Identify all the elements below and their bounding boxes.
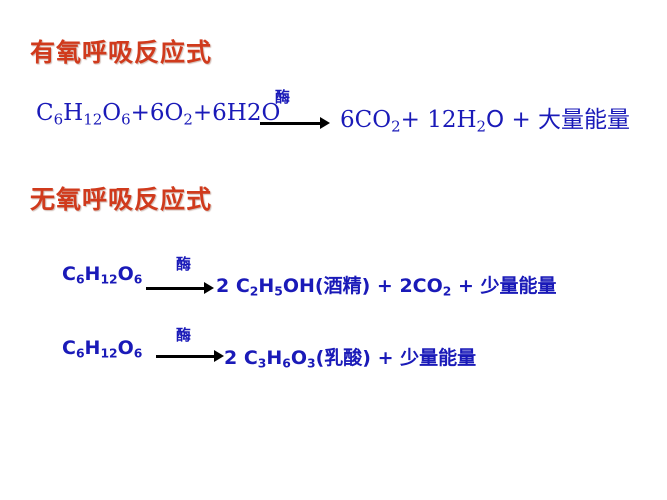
text: +6H2O: [192, 100, 281, 126]
text: O: [117, 337, 134, 359]
text: O: [290, 347, 308, 369]
sub: 2: [391, 117, 401, 136]
text: H: [84, 337, 101, 359]
text: H: [266, 347, 283, 369]
text: 2 C: [216, 275, 250, 297]
text: H: [63, 100, 84, 126]
text: C: [62, 337, 76, 359]
anaerobic-title: 无氧呼吸反应式: [30, 185, 213, 214]
alcohol-catalyst: 酶: [176, 255, 192, 273]
text: O + 大量能量: [486, 107, 631, 133]
text: + 12H: [400, 107, 477, 133]
sub: 12: [100, 346, 118, 361]
sub: 2: [183, 110, 193, 129]
sub: 6: [121, 110, 131, 129]
text: OH(酒精) + 2CO: [282, 275, 443, 297]
sub: 6: [75, 272, 85, 287]
text: + 少量能量: [451, 275, 557, 297]
aerobic-arrow-icon: [260, 117, 330, 129]
text: +6O: [130, 100, 184, 126]
text: H: [258, 275, 275, 297]
lactic-products: 2 C3H6O3(乳酸) + 少量能量: [224, 343, 476, 370]
sub: 6: [133, 272, 143, 287]
sub: 6: [133, 346, 143, 361]
sub: 5: [274, 284, 283, 299]
alcohol-arrow-icon: [146, 282, 214, 294]
sub: 2: [476, 117, 487, 136]
alcohol-reactant: C6H12O6: [62, 263, 143, 287]
aerobic-reactants: C6H12O6+6O2+6H2O: [36, 100, 281, 129]
lactic-reactant: C6H12O6: [62, 337, 143, 361]
aerobic-products: 6CO2+ 12H2O + 大量能量: [340, 100, 630, 134]
sub: 3: [307, 356, 316, 371]
text: O: [102, 100, 122, 126]
text: O: [117, 263, 134, 285]
sub: 6: [75, 346, 85, 361]
text: 6CO: [340, 107, 392, 133]
sub: 2: [442, 284, 452, 299]
text: (乳酸) + 少量能量: [315, 347, 477, 369]
sub: 2: [249, 284, 259, 299]
sub: 6: [53, 110, 64, 129]
text: C: [36, 100, 54, 126]
lactic-catalyst: 酶: [176, 326, 192, 344]
sub: 12: [100, 272, 118, 287]
aerobic-catalyst: 酶: [275, 88, 291, 106]
text: H: [84, 263, 101, 285]
sub: 12: [83, 110, 103, 129]
lactic-arrow-icon: [156, 350, 224, 362]
sub: 6: [282, 356, 291, 371]
alcohol-products: 2 C2H5OH(酒精) + 2CO2 + 少量能量: [216, 271, 557, 298]
text: C: [62, 263, 76, 285]
text: 2 C: [224, 347, 258, 369]
sub: 3: [257, 356, 267, 371]
aerobic-title: 有氧呼吸反应式: [30, 38, 213, 67]
